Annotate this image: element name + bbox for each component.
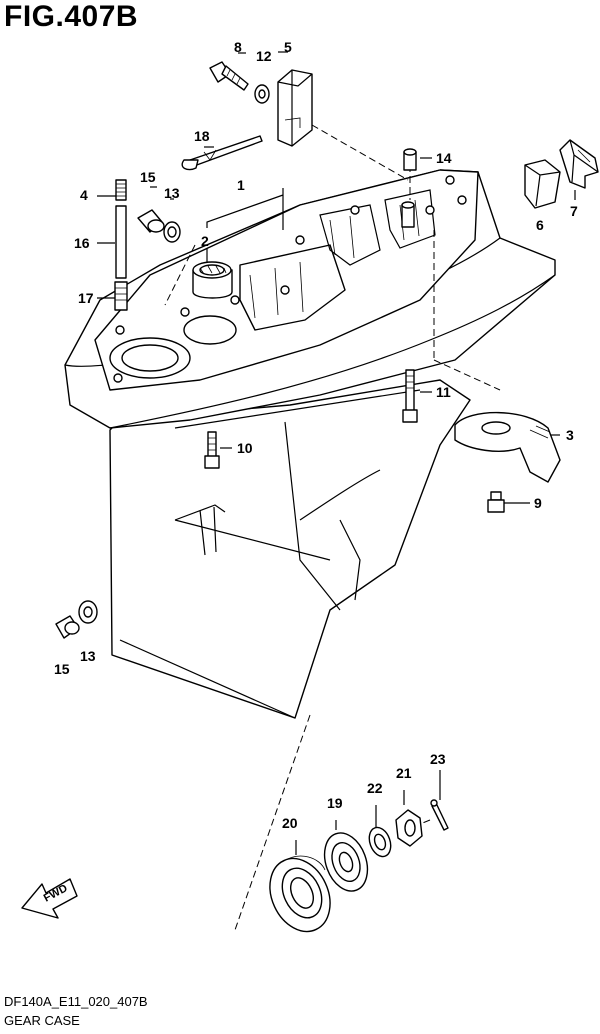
callout-13-upper: 13 — [164, 185, 180, 201]
callout-15-upper: 15 — [140, 169, 156, 185]
part-18-cable-tie — [181, 135, 263, 171]
callout-19: 19 — [327, 795, 343, 811]
part-9-bolt — [487, 491, 505, 513]
callout-17: 17 — [78, 290, 94, 306]
part-5-block — [277, 69, 313, 147]
callout-15-lower: 15 — [54, 661, 70, 677]
callout-18: 18 — [194, 128, 210, 144]
callout-9: 9 — [534, 495, 542, 511]
figure-name: GEAR CASE — [4, 1013, 80, 1028]
part-23-cotter-pin — [430, 799, 449, 831]
part-8-bolt — [209, 61, 249, 91]
callout-8: 8 — [234, 39, 242, 55]
callout-16: 16 — [74, 235, 90, 251]
callout-6: 6 — [536, 217, 544, 233]
part-22-washer — [368, 826, 392, 858]
fwd-arrow-icon: FWD — [21, 878, 78, 919]
callout-2: 2 — [201, 233, 209, 249]
callout-3: 3 — [566, 427, 574, 443]
part-14-dowel — [403, 148, 417, 171]
figure-title: FIG.407B — [4, 0, 139, 33]
callout-1: 1 — [237, 177, 245, 193]
part-20-bearing-housing — [269, 855, 331, 933]
part-3-trim-tab — [454, 411, 561, 483]
leader-lines — [97, 51, 576, 931]
part-4-screw — [115, 179, 127, 201]
callout-12: 12 — [256, 48, 272, 64]
callout-20: 20 — [282, 815, 298, 831]
part-16-stud — [115, 205, 127, 279]
callout-5: 5 — [284, 39, 292, 55]
callout-14: 14 — [436, 150, 452, 166]
part-13-gasket-lower — [78, 600, 98, 624]
part-11-bolt — [402, 369, 418, 423]
callout-23: 23 — [430, 751, 446, 767]
part-12-washer — [254, 84, 270, 104]
figure-code: DF140A_E11_020_407B — [4, 994, 148, 1009]
part-6-cap — [524, 159, 561, 209]
gear-case-housing — [64, 169, 556, 719]
part-19-thrust-washer — [323, 832, 369, 892]
part-15-plug-upper — [137, 209, 165, 233]
callout-10: 10 — [237, 440, 253, 456]
callout-13-lower: 13 — [80, 648, 96, 664]
part-15-plug-lower — [55, 615, 80, 639]
callout-7: 7 — [570, 203, 578, 219]
part-10-bolt — [204, 431, 220, 469]
callout-4: 4 — [80, 187, 88, 203]
callout-11: 11 — [436, 384, 451, 400]
part-7-bracket — [559, 139, 599, 189]
callout-21: 21 — [396, 765, 412, 781]
callout-22: 22 — [367, 780, 383, 796]
part-17-fitting — [114, 281, 128, 311]
callout-labels: 8 12 5 18 14 1 4 15 13 2 16 17 6 7 11 3 … — [54, 39, 578, 831]
part-21-nut — [395, 809, 423, 847]
part-13-gasket-upper — [163, 221, 181, 243]
